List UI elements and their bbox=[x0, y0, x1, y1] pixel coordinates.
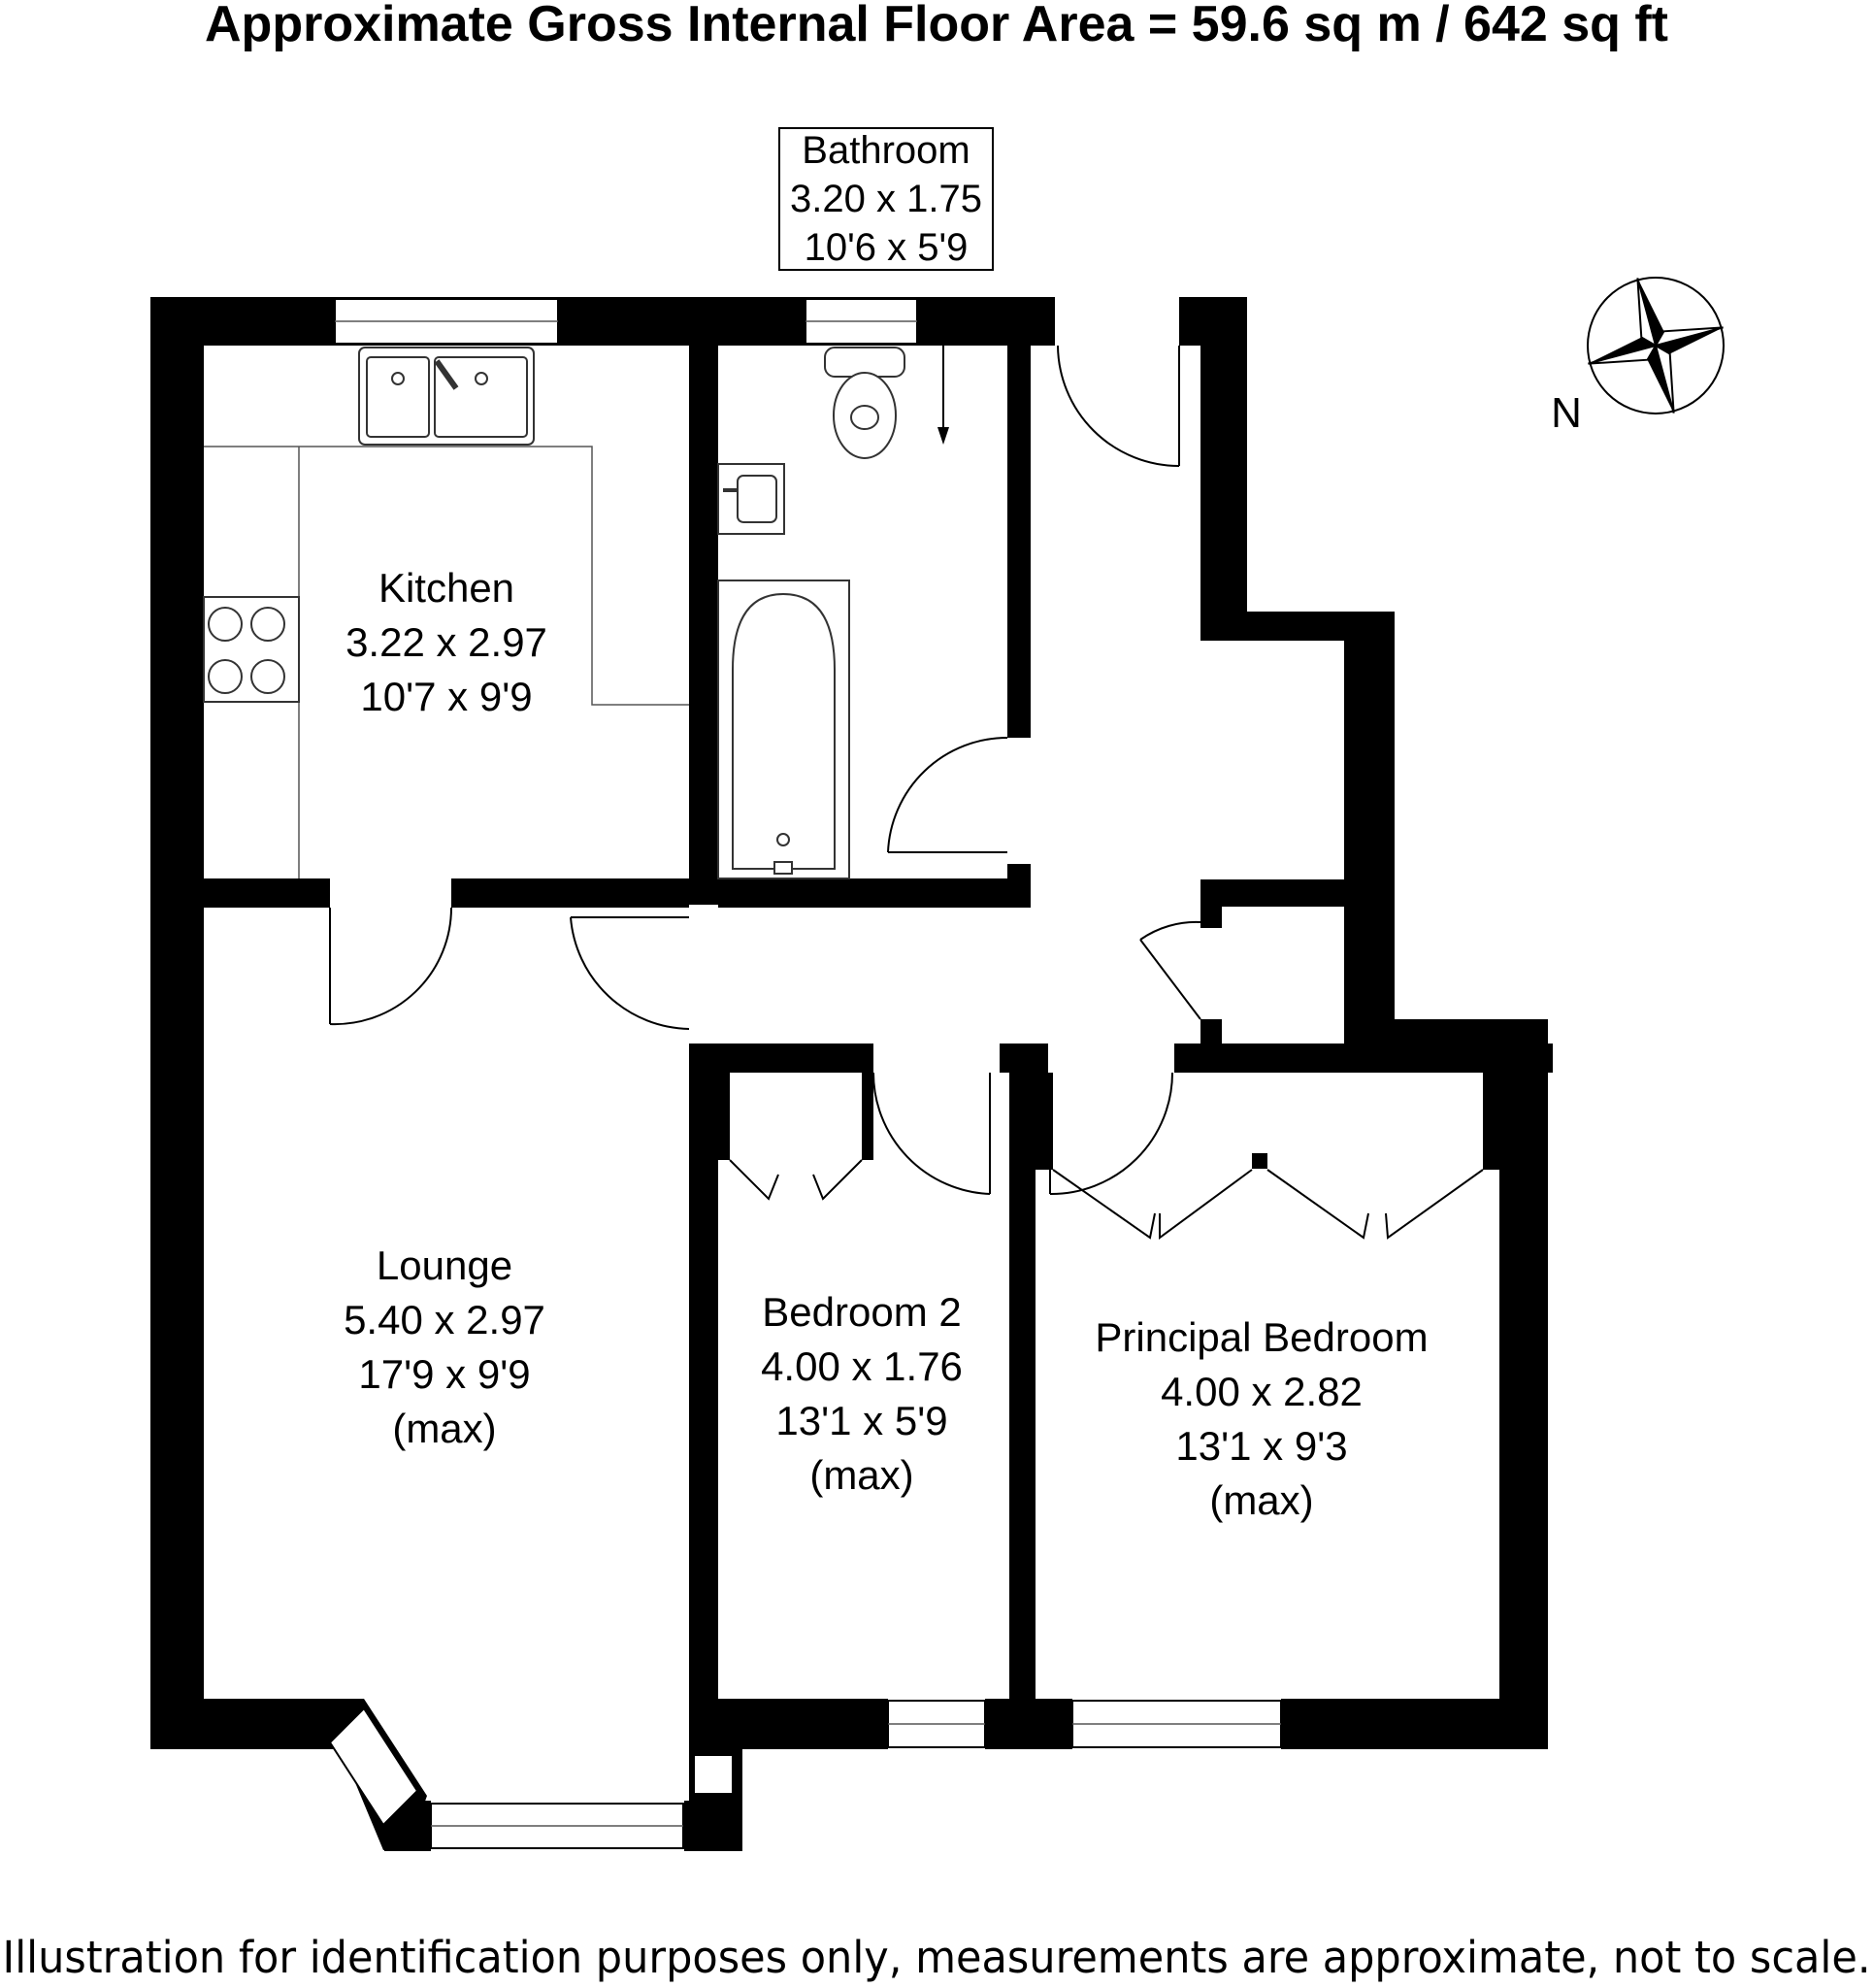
room-label-principal: Principal Bedroom 4.00 x 2.82 13'1 x 9'3… bbox=[1095, 1314, 1428, 1523]
principal-name: Principal Bedroom bbox=[1095, 1314, 1428, 1360]
wall-left bbox=[150, 297, 204, 1705]
kitchen-imperial: 10'7 x 9'9 bbox=[360, 674, 532, 719]
basin-icon bbox=[717, 463, 785, 535]
wall-bay-right bbox=[684, 1801, 742, 1851]
principal-metric: 4.00 x 2.82 bbox=[1161, 1369, 1363, 1414]
wall-bath-bottom bbox=[718, 878, 1031, 908]
wall-hall-right-b bbox=[1200, 612, 1346, 641]
wall-bottom-principal bbox=[1281, 1699, 1548, 1749]
bedroom2-metric: 4.00 x 1.76 bbox=[761, 1343, 963, 1389]
lounge-imperial: 17'9 x 9'9 bbox=[358, 1351, 530, 1397]
room-label-bedroom2: Bedroom 2 4.00 x 1.76 13'1 x 5'9 (max) bbox=[761, 1289, 963, 1498]
bathroom-metric: 3.20 x 1.75 bbox=[790, 178, 982, 220]
window-bay-side bbox=[328, 1706, 419, 1827]
bathroom-name: Bathroom bbox=[802, 129, 970, 172]
wall-principal-top bbox=[1174, 1044, 1553, 1073]
wall-bed2-top-left bbox=[689, 1044, 873, 1073]
fixtures bbox=[203, 299, 949, 879]
lounge-note: (max) bbox=[392, 1406, 496, 1451]
bathroom-imperial: 10'6 x 5'9 bbox=[805, 226, 969, 269]
wall-kitchen-bottom-left bbox=[204, 878, 330, 908]
bath-icon bbox=[717, 580, 850, 879]
wall-top-left bbox=[150, 297, 1055, 346]
bedroom2-name: Bedroom 2 bbox=[762, 1289, 961, 1335]
bedroom2-imperial: 13'1 x 5'9 bbox=[775, 1398, 947, 1443]
bathroom-callout-box bbox=[778, 127, 994, 271]
kitchen-metric: 3.22 x 2.97 bbox=[345, 619, 547, 665]
wall-bottom-mid bbox=[985, 1699, 1072, 1749]
compass-north-label: N bbox=[1551, 389, 1582, 437]
sink-icon bbox=[358, 347, 535, 446]
principal-note: (max) bbox=[1209, 1477, 1313, 1523]
disclaimer-text: Illustration for identification purposes… bbox=[3, 1932, 1871, 1983]
lounge-metric: 5.40 x 2.97 bbox=[344, 1297, 545, 1342]
window-hall-small bbox=[693, 1754, 734, 1795]
wall-bottom-bed2 bbox=[689, 1699, 888, 1749]
wall-lounge-bed2 bbox=[689, 1044, 718, 1723]
doors bbox=[329, 345, 1500, 1240]
wall-bath-right bbox=[1007, 346, 1031, 738]
wall-cupboard-top bbox=[1200, 879, 1344, 907]
wall-hall-right-c bbox=[1344, 612, 1395, 1058]
room-label-kitchen: Kitchen 3.22 x 2.97 10'7 x 9'9 bbox=[345, 565, 547, 719]
wall-right bbox=[1499, 1019, 1548, 1749]
walls bbox=[150, 297, 1553, 1851]
wall-kitchen-bath bbox=[689, 346, 718, 905]
kitchen-worktop bbox=[204, 446, 689, 706]
wall-lounge-bottom bbox=[150, 1699, 345, 1749]
bedroom2-note: (max) bbox=[809, 1452, 913, 1498]
lounge-name: Lounge bbox=[377, 1242, 512, 1288]
principal-imperial: 13'1 x 9'3 bbox=[1175, 1423, 1347, 1469]
floor-area-title: Approximate Gross Internal Floor Area = … bbox=[205, 0, 1668, 52]
windows bbox=[328, 298, 1282, 1849]
compass-rose-icon bbox=[1587, 277, 1725, 414]
wall-bed2-principal bbox=[1009, 1068, 1036, 1713]
room-label-lounge: Lounge 5.40 x 2.97 17'9 x 9'9 (max) bbox=[344, 1242, 545, 1451]
toilet-icon bbox=[824, 347, 905, 459]
kitchen-name: Kitchen bbox=[378, 565, 514, 611]
wall-kitchen-bottom-right bbox=[451, 878, 689, 908]
hob-icon bbox=[203, 596, 300, 703]
wall-hall-right-a bbox=[1200, 297, 1247, 637]
wall-cupboard-stub bbox=[1200, 879, 1222, 928]
